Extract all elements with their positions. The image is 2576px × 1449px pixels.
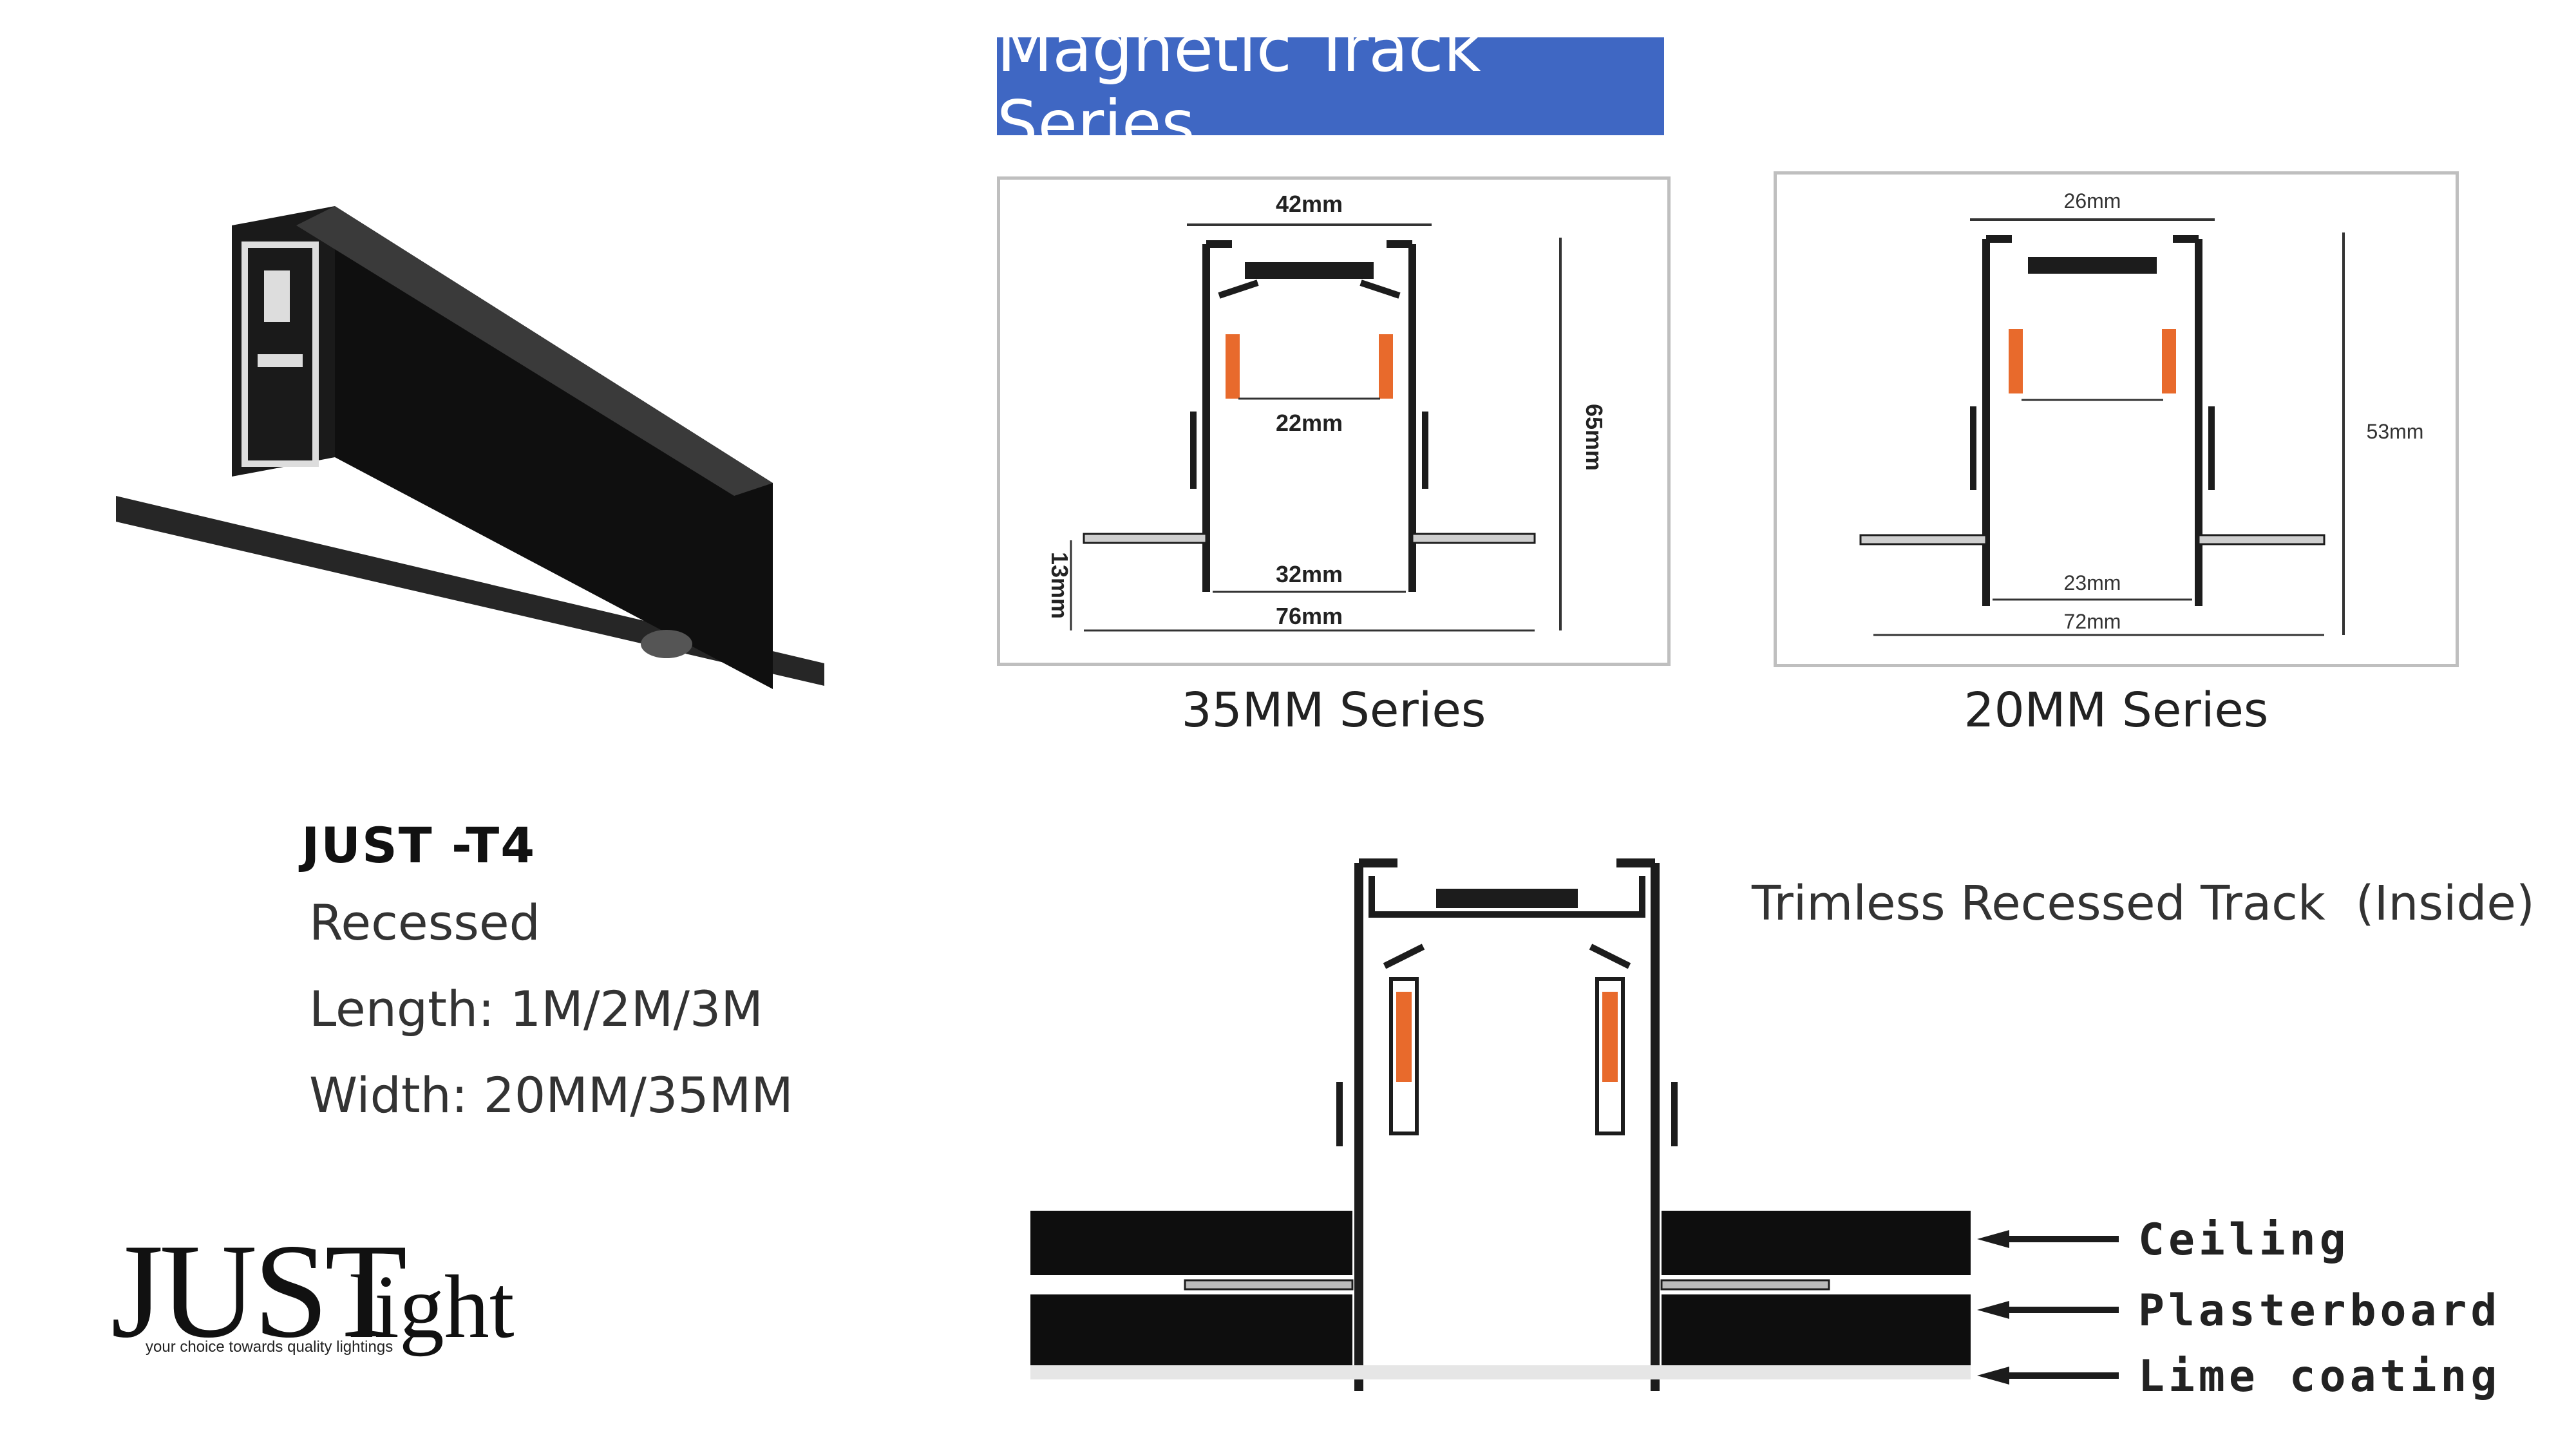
track-connector-shape: [641, 630, 692, 658]
flange-left: [1184, 1279, 1354, 1291]
brand-logo: JUST light your choice towards quality l…: [111, 1224, 562, 1378]
profile-walls: [1982, 235, 2202, 606]
track-body-shape: [335, 206, 773, 689]
dim-height: 53mm: [2367, 420, 2424, 443]
magnetic-strip: [1436, 889, 1578, 908]
layer-arrows: [1977, 1230, 2119, 1385]
dim-flange: 13mm: [1046, 552, 1073, 619]
dim-base-inner: 23mm: [2064, 571, 2121, 594]
dim-base-inner: 32mm: [1276, 561, 1343, 587]
flange-right: [1411, 533, 1536, 544]
arrow-ceiling-icon: [1977, 1230, 2119, 1248]
spec-length: Length: 1M/2M/3M: [309, 980, 763, 1037]
arrow-plasterboard-icon: [1977, 1301, 2119, 1319]
diagram-35mm: 42mm 22mm 32mm 76mm 65mm 13mm: [1046, 191, 1607, 632]
contact-left: [2009, 329, 2023, 393]
diagram-panel-35mm: 42mm 22mm 32mm 76mm 65mm 13mm: [997, 176, 1671, 666]
brand-name-light: light: [349, 1257, 515, 1357]
lime-coating-strip: [1030, 1365, 1971, 1379]
dim-top-width: 26mm: [2064, 189, 2121, 213]
layer-label-ceiling: Ceiling: [2138, 1215, 2350, 1265]
flange-right: [1660, 1279, 1830, 1291]
flange-right: [2197, 534, 2325, 545]
track-end-shape: [232, 206, 335, 477]
section-walls: [1354, 858, 1660, 1391]
spec-width: Width: 20MM/35MM: [309, 1066, 793, 1124]
contact-left: [1396, 992, 1412, 1082]
brand-name-main: JUST: [111, 1217, 407, 1366]
trimless-section-diagram: [1030, 858, 1971, 1391]
track-end-profile: [242, 242, 319, 467]
contact-housing-right: [1595, 977, 1625, 1135]
profile-fins: [1970, 406, 2215, 490]
flange-left: [1859, 534, 1987, 545]
series-35mm-label: 35MM Series: [1181, 683, 1486, 738]
track-end-rib: [258, 354, 303, 367]
dim-base-total: 72mm: [2064, 610, 2121, 633]
dim-inner-width: 22mm: [1276, 410, 1343, 436]
page-title-banner: Magnetic Track Series: [997, 11, 1664, 162]
profile-fins: [1190, 412, 1428, 489]
plasterboard-right: [1662, 1294, 1971, 1365]
track-top-shape: [296, 206, 773, 496]
layer-label-plasterboard: Plasterboard: [2138, 1285, 2501, 1336]
contact-right: [1602, 992, 1618, 1082]
diagram-panel-20mm: 26mm 23mm 72mm 53mm: [1774, 171, 2459, 667]
section-title: Trimless Recessed Track (Inside): [1752, 876, 2535, 931]
magnetic-strip: [1245, 262, 1374, 279]
plasterboard-left: [1030, 1294, 1352, 1365]
diagram-20mm: 26mm 23mm 72mm 53mm: [1859, 189, 2424, 636]
contact-left: [1226, 334, 1240, 399]
brand-tagline: your choice towards quality lightings: [146, 1338, 393, 1356]
spec-mount: Recessed: [309, 894, 540, 951]
section-lips: [1383, 943, 1631, 969]
contact-right: [2162, 329, 2176, 393]
dim-height: 65mm: [1581, 404, 1607, 471]
dim-top-width: 42mm: [1276, 191, 1343, 217]
series-20mm-label: 20MM Series: [1964, 683, 2269, 738]
ceiling-left: [1030, 1211, 1352, 1275]
magnetic-strip: [2028, 257, 2157, 274]
track-end-slot: [264, 270, 290, 322]
profile-walls: [1202, 240, 1416, 592]
product-model: JUST -T4: [301, 817, 536, 874]
arrow-lime-coating-icon: [1977, 1367, 2119, 1385]
contact-housing-left: [1389, 977, 1419, 1135]
profile-lips: [1218, 279, 1401, 299]
track-product-image: [116, 206, 824, 689]
section-fins: [1336, 1082, 1678, 1146]
contact-right: [1379, 334, 1393, 399]
section-top-frame: [1368, 876, 1645, 918]
layer-label-lime-coating: Lime coating: [2138, 1351, 2501, 1402]
dim-base-total: 76mm: [1276, 603, 1343, 629]
flange-left: [1083, 533, 1208, 544]
ceiling-right: [1662, 1211, 1971, 1275]
